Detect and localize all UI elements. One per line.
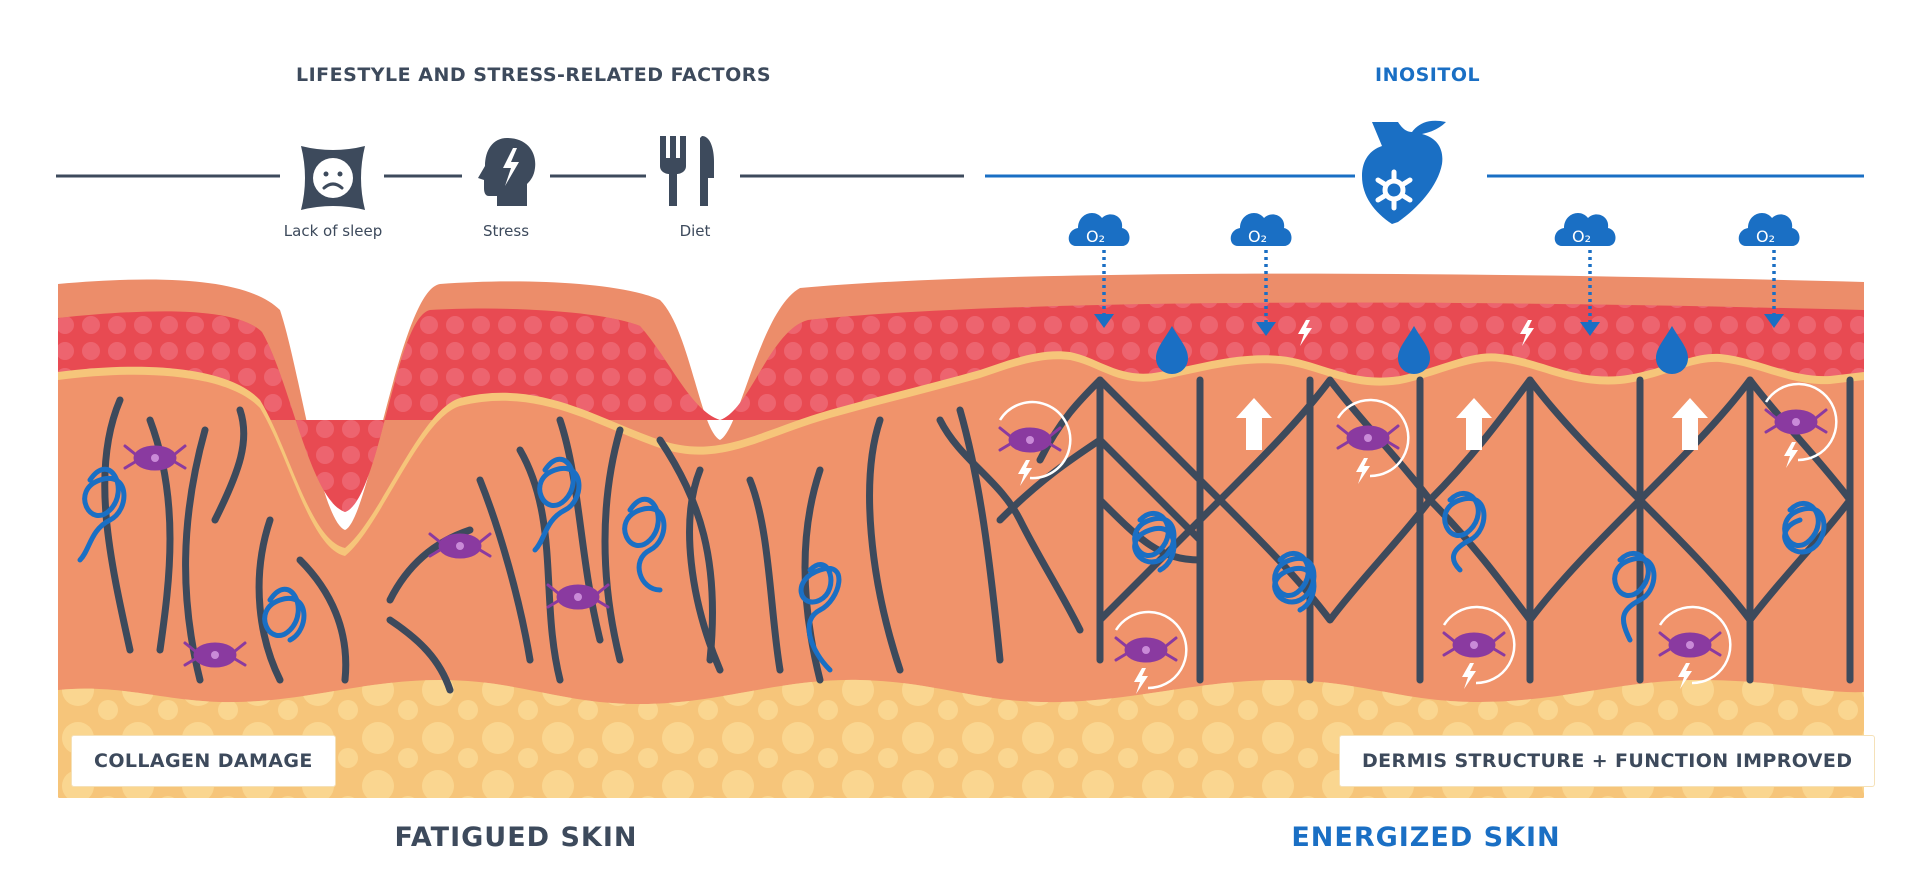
fibroblast-cell	[1658, 631, 1722, 658]
fibroblast-cell	[183, 641, 247, 668]
inositol-peach-molecule-icon	[1362, 120, 1446, 224]
oxygen-cloud-icon: O₂	[1230, 213, 1292, 336]
fibroblast-cell	[1336, 424, 1400, 451]
fatigued-skin-title: FATIGUED SKIN	[394, 822, 638, 853]
oxygen-cloud-icon: O₂	[1554, 213, 1616, 336]
oxygen-label: O₂	[1756, 227, 1775, 246]
energy-cycle-rings	[998, 382, 1838, 690]
oxygen-cloud-icon: O₂	[1738, 213, 1800, 328]
inositol-heading: INOSITOL	[1375, 64, 1481, 86]
upward-arrow-icons	[1236, 398, 1708, 450]
factor-label-diet: Diet	[679, 222, 711, 240]
oxygen-cloud-icon: O₂	[1068, 213, 1130, 328]
factor-label-lack-of-sleep: Lack of sleep	[283, 222, 383, 240]
fibroblast-cells	[123, 408, 1828, 668]
water-droplet-icons	[1156, 326, 1688, 374]
fibroblast-cell	[546, 583, 610, 610]
dermis-improved-caption: DERMIS STRUCTURE + FUNCTION IMPROVED	[1340, 736, 1875, 786]
oxygen-label: O₂	[1248, 227, 1267, 246]
oxygen-label: O₂	[1572, 227, 1591, 246]
oxygen-clouds: O₂ O₂ O₂ O₂	[1068, 213, 1800, 336]
factor-label-stress: Stress	[482, 222, 530, 240]
collagen-damage-caption: COLLAGEN DAMAGE	[72, 736, 335, 786]
head-lightning-icon	[478, 138, 536, 206]
fibroblast-cell	[1764, 408, 1828, 435]
lifestyle-factors-heading: LIFESTYLE AND STRESS-RELATED FACTORS	[296, 64, 772, 86]
oxygen-label: O₂	[1086, 227, 1105, 246]
collagen-fibers-organized	[936, 376, 1854, 684]
fibroblast-cell	[1114, 636, 1178, 663]
elastin-coils	[77, 456, 1827, 673]
skin-layers	[58, 273, 1864, 798]
energy-bolt-icons	[1018, 320, 1798, 694]
fibroblast-cell	[1442, 631, 1506, 658]
fibroblast-cell	[998, 426, 1062, 453]
fibroblast-cell	[123, 444, 187, 471]
energized-skin-title: ENERGIZED SKIN	[1291, 822, 1561, 853]
pillow-sad-face-icon	[301, 146, 365, 210]
fibroblast-cell	[428, 532, 492, 559]
fork-knife-icon	[660, 136, 714, 206]
